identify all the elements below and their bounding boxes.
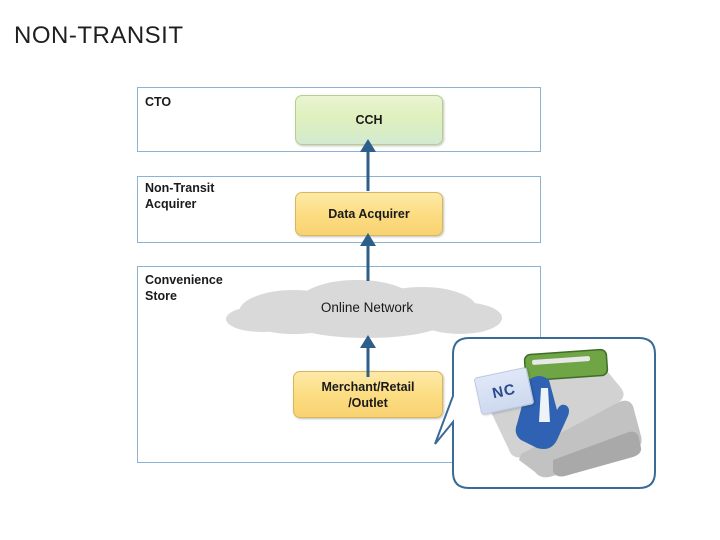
node-cch-label: CCH <box>355 113 383 127</box>
arrow-network-to-data-acquirer <box>360 233 376 281</box>
row-label-acquirer: Non-Transit Acquirer <box>145 181 215 211</box>
node-merchant-outlet: Merchant/Retail /Outlet <box>293 371 443 418</box>
node-online-network-label: Online Network <box>320 300 414 315</box>
page-title: NON-TRANSIT <box>14 22 184 49</box>
node-cch: CCH <box>295 95 443 145</box>
node-merchant-label-line1: Merchant/Retail <box>321 379 415 394</box>
row-label-cto: CTO <box>145 95 172 109</box>
callout-device-illustration: NC <box>433 336 657 490</box>
row-frame-cto <box>137 87 541 152</box>
arrow-data-acquirer-to-cch <box>360 139 376 191</box>
node-merchant-label-line2: /Outlet <box>348 395 388 410</box>
cloud-shape-icon <box>226 280 502 338</box>
row-frame-acquirer <box>137 176 541 243</box>
row-label-store: Convenience Store <box>145 273 223 303</box>
node-data-acquirer-label: Data Acquirer <box>328 207 410 221</box>
node-data-acquirer: Data Acquirer <box>295 192 443 236</box>
arrow-merchant-to-network <box>360 335 376 377</box>
terminal-screen-icon <box>523 348 609 382</box>
node-online-network: Online Network <box>222 278 512 340</box>
callout-bubble-shape <box>434 337 656 489</box>
